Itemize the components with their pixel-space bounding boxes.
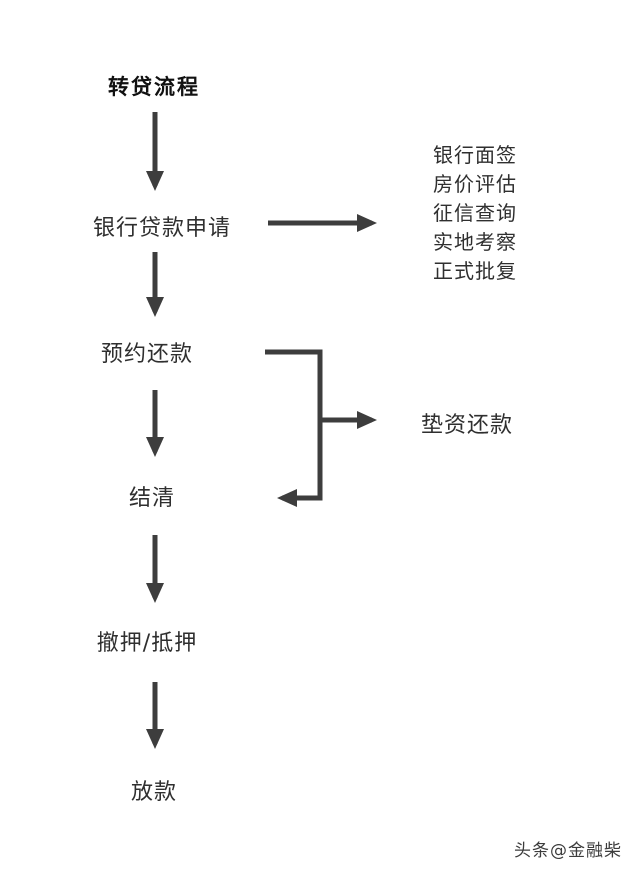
flow-title: 转贷流程 xyxy=(108,75,200,99)
node-release-mortgage: 撤押/抵押 xyxy=(96,631,198,656)
side-item-house-appraisal: 房价评估 xyxy=(433,172,517,196)
node-disbursement: 放款 xyxy=(130,780,178,805)
node-reserve-repayment: 预约还款 xyxy=(100,342,194,367)
watermark: 头条@金融柴 xyxy=(514,841,622,861)
side-item-bank-interview: 银行面签 xyxy=(433,143,517,167)
side-item-credit-check: 征信查询 xyxy=(433,201,517,225)
side-item-formal-approval: 正式批复 xyxy=(433,259,517,283)
bracket-reserve-to-settle xyxy=(265,349,323,507)
side-item-site-visit: 实地考察 xyxy=(433,230,517,254)
node-settlement: 结清 xyxy=(128,486,176,511)
node-bank-loan-application: 银行贷款申请 xyxy=(92,216,232,241)
node-advance-repayment: 垫资还款 xyxy=(420,413,514,438)
side-item-list: 银行面签 房价评估 征信查询 实地考察 正式批复 xyxy=(433,141,517,286)
